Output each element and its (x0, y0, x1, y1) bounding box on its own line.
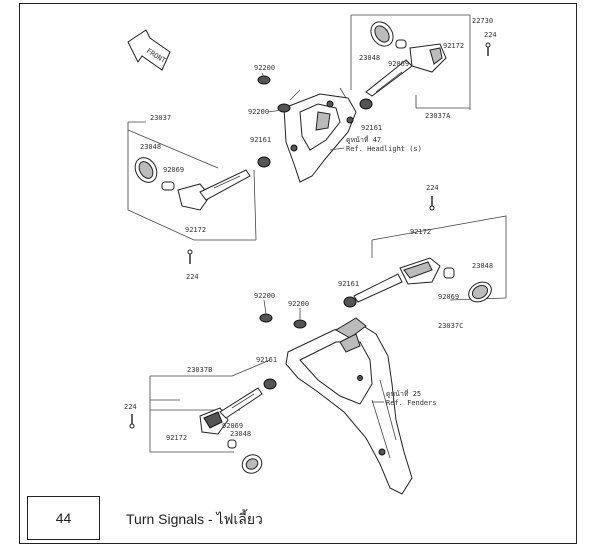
part-92161-label: 92161 (250, 136, 271, 144)
part-23048-label: 23048 (472, 262, 493, 270)
part-92200-label: 92200 (254, 292, 275, 300)
part-92200-label: 92200 (254, 64, 275, 72)
ref-headlight-thai-label: ดูหน้าที่ 47 (346, 135, 381, 144)
turn-signal-rear-right-group: 224 92172 23048 92161 92069 23037C (338, 184, 507, 330)
ref-fenders-label: Ref. Fenders (386, 399, 437, 407)
part-92172-label: 92172 (443, 42, 464, 50)
diagram-frame (19, 3, 577, 544)
headlight-bracket: 92200 92200 ดูหน้าที่ 47 Ref. Headlight … (248, 64, 422, 183)
part-23048-label: 23048 (230, 430, 251, 438)
part-224-label: 224 (484, 31, 497, 39)
part-23048-label: 23048 (359, 54, 380, 62)
turn-signal-front-left-group: 23037 23048 92069 92172 92161 224 (127, 114, 271, 281)
part-23037a-label: 23037A (425, 112, 451, 120)
part-92200-label: 92200 (248, 108, 269, 116)
turn-signal-rear-left-group: 23037B 92161 224 92069 92172 23048 (124, 356, 277, 474)
ref-fenders-thai-label: ดูหน้าที่ 25 (386, 389, 421, 398)
part-92161-label: 92161 (256, 356, 277, 364)
part-92172-label: 92172 (166, 434, 187, 442)
part-92172-label: 92172 (185, 226, 206, 234)
part-92161-label: 92161 (338, 280, 359, 288)
part-92069-label: 92069 (222, 422, 243, 430)
part-92161-label: 92161 (361, 124, 382, 132)
part-224-label: 224 (426, 184, 439, 192)
part-92069-label: 92069 (438, 293, 459, 301)
page-number-box: 44 (27, 496, 100, 540)
part-92069-label: 92069 (388, 60, 409, 68)
part-92069-label: 92069 (163, 166, 184, 174)
part-23037-label: 23037 (150, 114, 171, 122)
part-23037b-label: 23037B (187, 366, 212, 374)
page-number: 44 (55, 510, 72, 526)
turn-signal-front-right-group: 22730 224 23048 92069 92172 92161 23037A (350, 14, 497, 132)
part-224-label: 224 (124, 403, 137, 411)
part-22730-label: 22730 (472, 17, 493, 25)
figure-caption: Turn Signals - ไฟเลี้ยว (126, 511, 263, 527)
part-224-label: 224 (186, 273, 199, 281)
front-direction-arrow: FRONT (127, 29, 171, 71)
part-92200-label: 92200 (288, 300, 309, 308)
rear-fender: 92200 92200 ดูหน้าที่ 25 Ref. Fenders (254, 292, 437, 495)
part-23048-label: 23048 (140, 143, 161, 151)
part-23037c-label: 23037C (438, 322, 463, 330)
part-92172-label: 92172 (410, 228, 431, 236)
ref-headlight-label: Ref. Headlight (s) (346, 145, 422, 153)
